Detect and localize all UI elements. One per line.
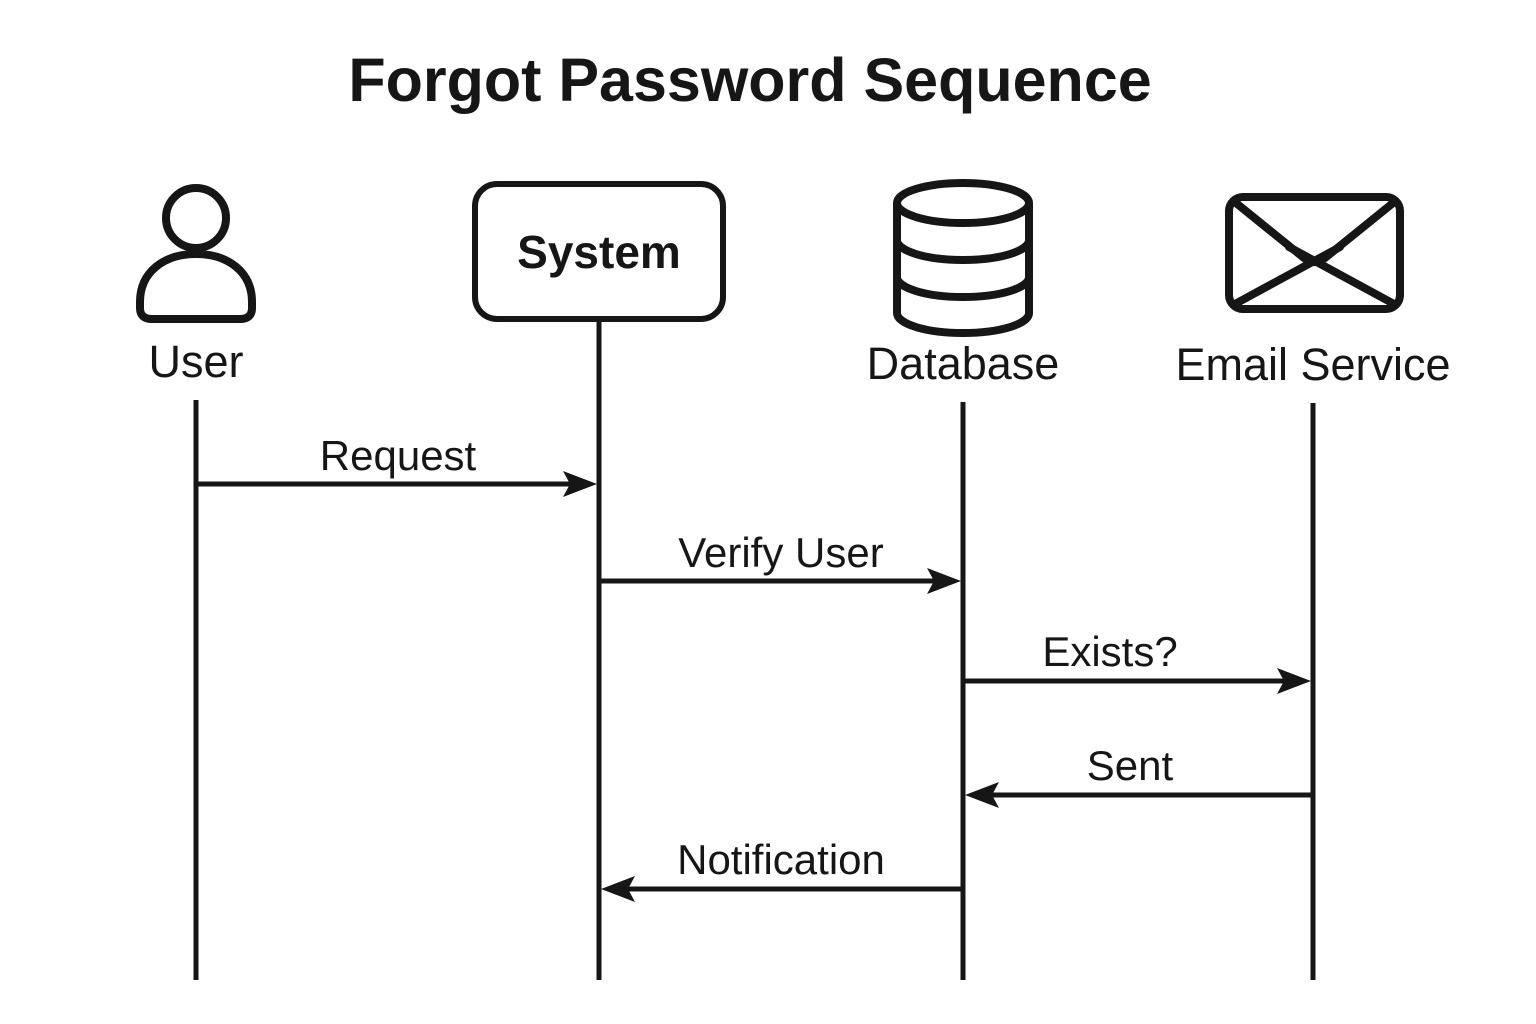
diagram-title: Forgot Password Sequence (348, 46, 1151, 114)
message-request: Request (196, 432, 597, 497)
cylinder-stripe-1 (893, 239, 1033, 264)
participant-email-service: Email Service (1175, 193, 1451, 980)
participant-system: System (472, 181, 726, 980)
participant-label-system: System (517, 226, 681, 278)
message-label-sent: Sent (1087, 742, 1174, 789)
participant-user: User (136, 184, 256, 980)
message-label-request: Request (320, 432, 477, 479)
message-sent: Sent (965, 742, 1313, 808)
envelope-bottom-left-fold (1231, 243, 1344, 308)
person-icon (136, 184, 256, 323)
message-exists: Exists? (963, 628, 1311, 694)
person-head (162, 184, 230, 252)
cylinder-bottom (893, 312, 1033, 337)
message-label-exists: Exists? (1042, 628, 1177, 675)
message-verify-user: Verify User (599, 529, 961, 594)
person-body (136, 250, 256, 323)
message-label-verify-user: Verify User (678, 529, 883, 576)
cylinder-stripe-2 (893, 276, 1033, 301)
arrowhead-left-icon (965, 782, 999, 808)
cylinder-top (893, 179, 1033, 227)
arrowhead-left-icon (601, 876, 635, 902)
message-label-notification: Notification (677, 836, 885, 883)
arrowhead-right-icon (927, 568, 961, 594)
participant-database: Database (867, 179, 1060, 980)
envelope-icon (1225, 193, 1404, 313)
participant-label-email-service: Email Service (1175, 339, 1450, 390)
arrowhead-right-icon (1277, 668, 1311, 694)
envelope-top-flap (1232, 199, 1397, 266)
participant-label-database: Database (867, 338, 1060, 389)
database-cylinder-icon (893, 179, 1033, 337)
participant-label-user: User (148, 336, 243, 387)
message-notification: Notification (601, 836, 963, 902)
envelope-body (1225, 193, 1404, 313)
arrowhead-right-icon (563, 471, 597, 497)
envelope-bottom-right-fold (1285, 243, 1398, 308)
